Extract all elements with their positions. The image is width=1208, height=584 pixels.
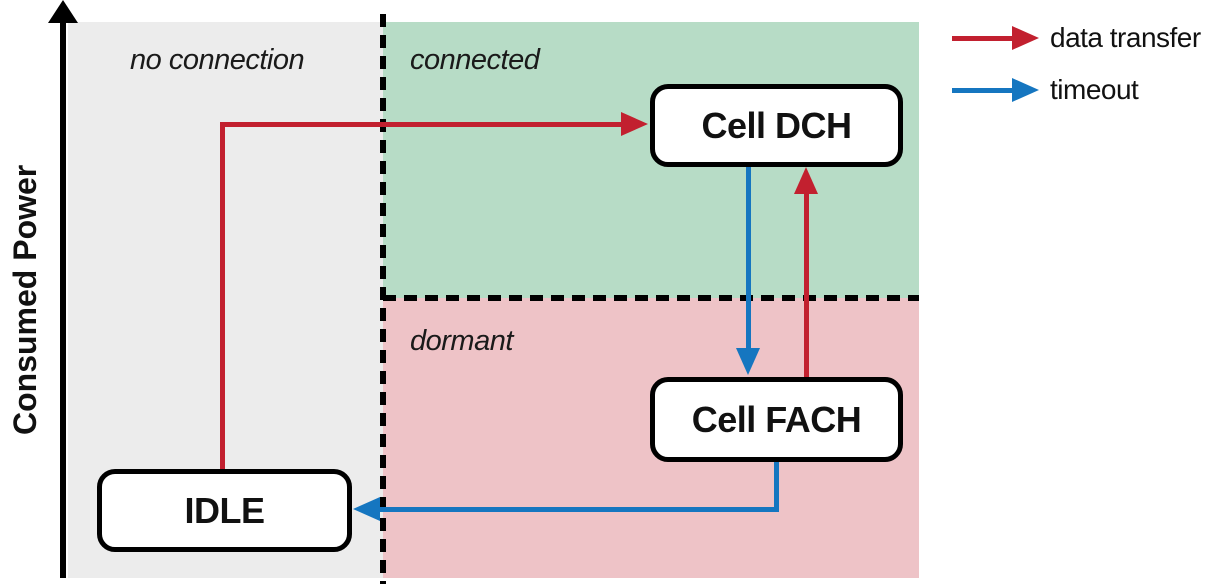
legend-timeout-label: timeout — [1050, 74, 1139, 105]
arrow-fach-to-idle-arrowhead-icon — [353, 497, 380, 521]
state-label-idle: IDLE — [184, 489, 265, 531]
state-box-idle: IDLE — [97, 469, 352, 552]
legend-data-transfer-label: data transfer — [1050, 22, 1201, 53]
y-axis-label: Consumed Power — [7, 164, 43, 436]
arrow-fach-to-idle-horizontal-segment — [379, 507, 779, 512]
y-axis-line — [60, 14, 66, 578]
arrow-dch-to-fach-arrowhead-icon — [736, 348, 760, 375]
arrow-idle-to-dch-vertical-segment — [220, 124, 225, 469]
y-axis-arrowhead-icon — [48, 0, 78, 23]
legend-data-transfer-arrowhead-icon — [1012, 26, 1039, 50]
state-label-cell-fach: Cell FACH — [691, 398, 862, 440]
legend-timeout-arrow-line — [952, 87, 1012, 93]
region-label-connected: connected — [410, 44, 540, 76]
legend-timeout-arrowhead-icon — [1012, 78, 1039, 102]
arrow-fach-to-dch-segment — [804, 193, 809, 377]
state-label-cell-dch: Cell DCH — [701, 104, 852, 146]
arrow-fach-to-idle-vertical-segment — [774, 462, 779, 510]
legend-item-data-transfer: data transfer — [952, 22, 1201, 53]
state-box-cell-fach: Cell FACH — [650, 377, 903, 462]
legend-item-timeout: timeout — [952, 74, 1139, 105]
arrow-dch-to-fach-segment — [746, 167, 751, 349]
arrow-fach-to-dch-arrowhead-icon — [794, 167, 818, 194]
arrow-idle-to-dch-arrowhead-icon — [621, 112, 648, 136]
region-label-no-connection: no connection — [130, 44, 305, 76]
state-box-cell-dch: Cell DCH — [650, 84, 903, 167]
boundary-dormant-dashed-line — [383, 295, 919, 301]
arrow-idle-to-dch-horizontal-segment — [220, 122, 622, 127]
region-label-dormant: dormant — [410, 325, 513, 357]
legend-data-transfer-arrow-line — [952, 35, 1012, 41]
